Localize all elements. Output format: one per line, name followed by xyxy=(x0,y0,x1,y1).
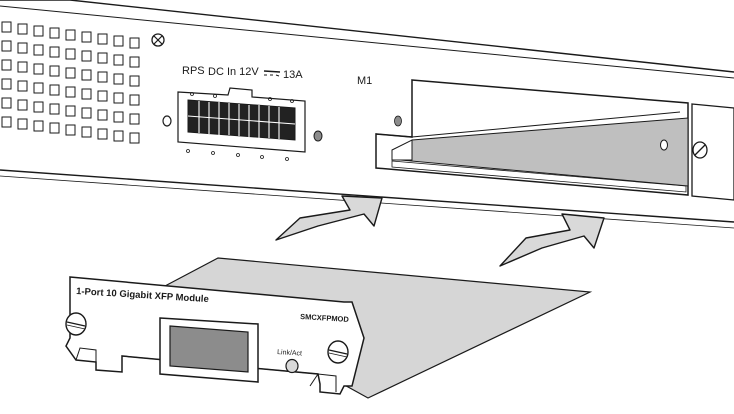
insert-arrow-right-icon xyxy=(499,213,605,267)
slot-m1-label: M1 xyxy=(357,75,372,87)
link-act-led-icon xyxy=(285,358,299,374)
expansion-slot-m1 xyxy=(375,79,689,196)
module-model-label: SMCXFPMOD xyxy=(300,312,350,324)
dc-symbol-icon xyxy=(263,70,281,77)
ventilation-grid xyxy=(1,21,140,144)
rps-label: RPS xyxy=(182,65,205,77)
switch-chassis: RPS DC In 12V 13A M1 xyxy=(0,0,734,229)
insert-arrow-left-icon xyxy=(275,195,383,241)
chassis-screw-icon xyxy=(151,33,165,47)
module-left-screw-icon[interactable] xyxy=(65,312,87,336)
rps-connector xyxy=(162,87,323,161)
xfp-port[interactable] xyxy=(159,317,259,383)
xfp-module: 1-Port 10 Gigabit XFP Module SMCXFPMOD L… xyxy=(65,257,593,399)
link-act-label: Link/Act xyxy=(277,349,302,358)
amperage-label: 13A xyxy=(283,69,303,81)
module-right-screw-icon[interactable] xyxy=(327,340,349,364)
dc-input-label: DC In 12V xyxy=(208,66,259,78)
slot-screw-icon xyxy=(692,141,708,159)
adjacent-slot xyxy=(691,103,734,201)
